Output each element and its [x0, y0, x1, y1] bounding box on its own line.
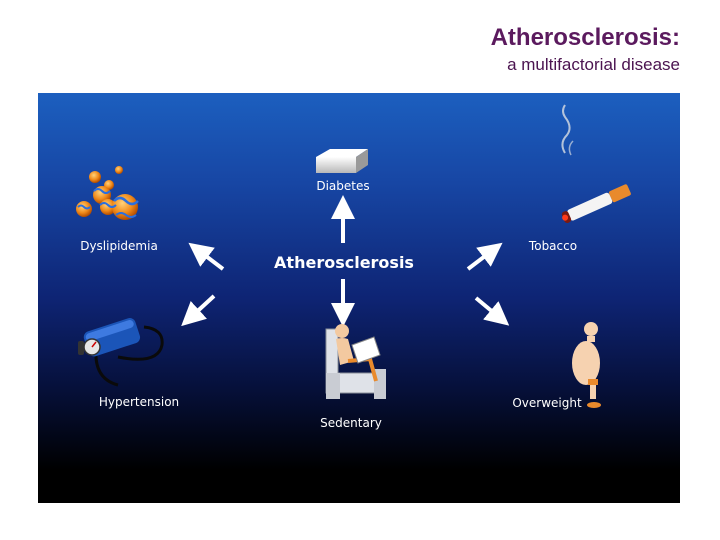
slide-subtitle: a multifactorial disease: [507, 55, 680, 74]
blood-pressure-cuff-icon: [78, 318, 164, 387]
lipid-particles-icon: [76, 166, 139, 220]
cigarette-icon: [561, 104, 631, 223]
label-diabetes: Diabetes: [316, 179, 370, 193]
arrow-to-dyslipidemia: [188, 242, 225, 271]
diagram-panel: Diabetes Dyslipidemia Tobacco Hypertensi…: [38, 93, 680, 503]
label-hypertension: Hypertension: [98, 395, 180, 409]
diagram-graphics: [76, 104, 631, 408]
slide-title: Atherosclerosis:: [490, 24, 680, 51]
arrow-to-tobacco: [466, 242, 503, 271]
label-tobacco: Tobacco: [528, 239, 578, 253]
arrow-to-overweight: [474, 296, 510, 326]
overweight-person-icon: [572, 322, 601, 408]
sugar-cube-icon: [316, 149, 368, 173]
label-overweight: Overweight: [512, 396, 582, 410]
person-in-armchair-icon: [325, 324, 386, 399]
label-sedentary: Sedentary: [320, 416, 382, 430]
center-label-atherosclerosis: Atherosclerosis: [274, 253, 414, 272]
label-dyslipidemia: Dyslipidemia: [80, 239, 158, 253]
arrow-to-hypertension: [181, 294, 216, 327]
